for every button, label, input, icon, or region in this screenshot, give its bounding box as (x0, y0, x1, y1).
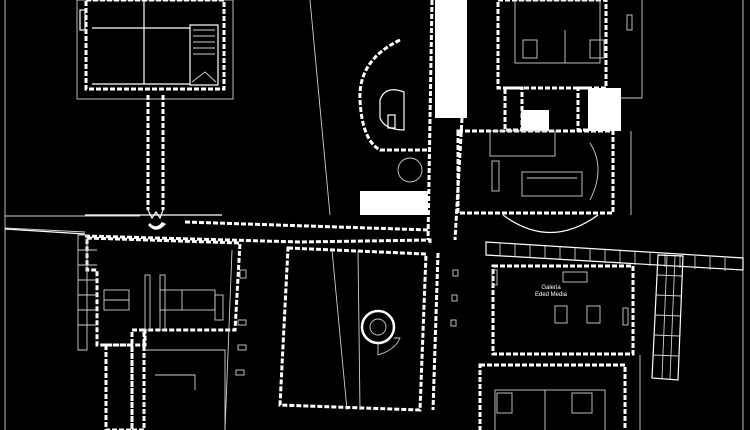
entrance-door-icon (147, 209, 164, 220)
building-lower-left (77, 234, 247, 430)
villa-top-left (76, 0, 234, 100)
bedroom-bottom-right (478, 355, 641, 430)
gallery-room[interactable]: Galeria Eded Media (491, 264, 635, 356)
curved-pavilion (358, 0, 467, 241)
grid-walkway (485, 241, 744, 381)
gallery-label-line2: Eded Media (535, 292, 568, 298)
gallery-label-line1: Galeria (541, 285, 561, 291)
building-mid-right (456, 129, 632, 233)
entrance-curved-wall (148, 222, 166, 230)
main-walkway (4, 214, 432, 245)
building-top-right (496, 0, 643, 132)
diagonal-site-line (309, 0, 331, 216)
central-courtyard (278, 246, 459, 412)
